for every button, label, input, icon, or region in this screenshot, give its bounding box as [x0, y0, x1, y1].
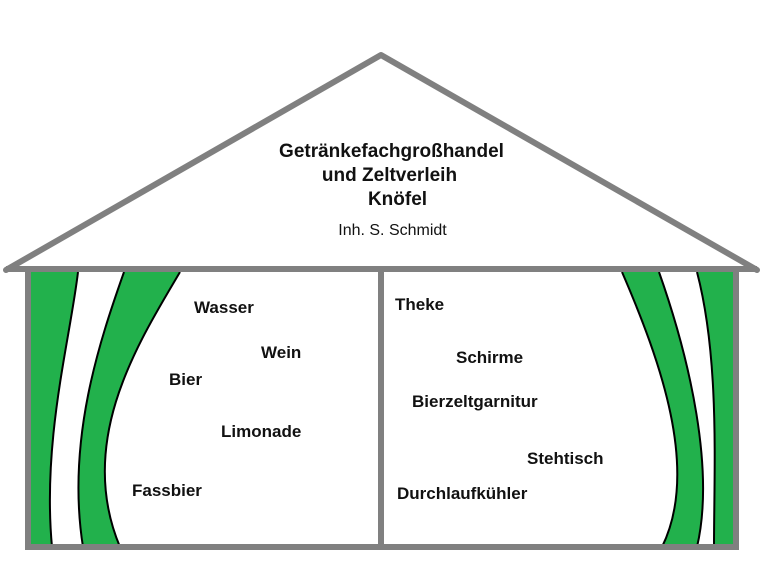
roof-outline — [3, 52, 760, 273]
title-line-1: Getränkefachgroßhandel — [279, 141, 504, 162]
beverage-item: Wein — [261, 343, 302, 362]
rental-item: Theke — [395, 295, 445, 314]
rental-item: Bierzeltgarnitur — [412, 392, 538, 411]
rental-item: Durchlaufkühler — [397, 484, 528, 503]
left-curtain — [31, 271, 181, 548]
rental-item: Schirme — [456, 348, 524, 367]
beverage-item: Wasser — [194, 298, 254, 317]
title-line-3: Knöfel — [367, 189, 428, 210]
rental-item: Stehtisch — [527, 449, 604, 468]
right-curtain — [621, 271, 733, 548]
beverage-item: Limonade — [221, 422, 302, 441]
beverage-item: Bier — [169, 370, 203, 389]
beverage-item: Fassbier — [132, 481, 202, 500]
title-line-2: und Zeltverleih — [321, 165, 458, 186]
owner-name: Inh. S. Schmidt — [338, 222, 447, 239]
